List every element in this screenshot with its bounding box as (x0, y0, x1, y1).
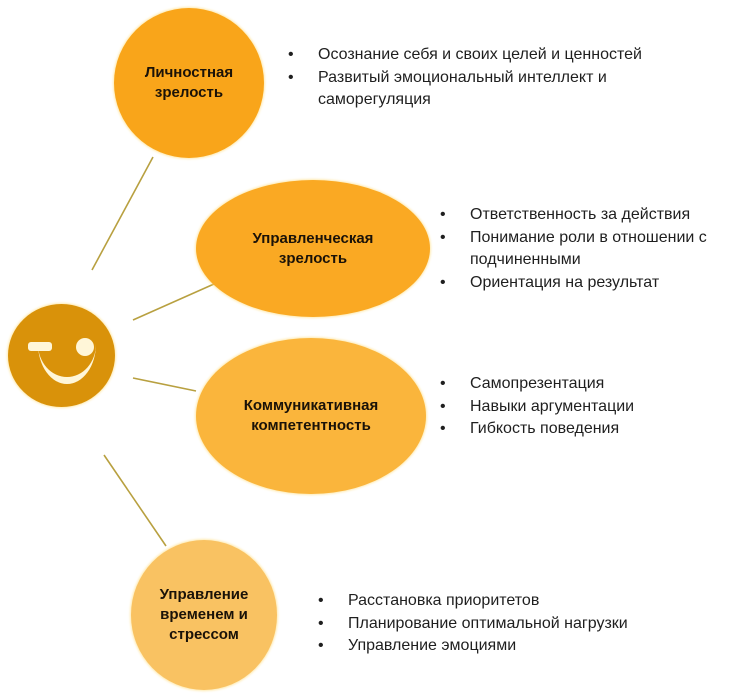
connector-communicative (132, 377, 197, 392)
bullet-item: Развитый эмоциональный интеллект и самор… (286, 67, 648, 112)
bullet-item: Понимание роли в отношении с подчиненным… (438, 227, 738, 272)
bullet-item: Планирование оптимальной нагрузки (316, 613, 736, 636)
bullet-item: Управление эмоциями (316, 635, 736, 658)
bullet-item: Гибкость поведения (438, 418, 738, 441)
connector-personal (91, 156, 154, 271)
bullet-item: Осознание себя и своих целей и ценностей (286, 44, 706, 67)
bullet-item: Самопрезентация (438, 373, 738, 396)
bullet-item: Расстановка приоритетов (316, 590, 736, 613)
bullet-list-communicative: Самопрезентация Навыки аргументации Гибк… (438, 373, 738, 441)
node-communicative-competence: Коммуникативная компетентность (196, 338, 426, 494)
node-personal-maturity: Личностная зрелость (114, 8, 264, 158)
node-label: Управленческая зрелость (252, 229, 374, 267)
smile-mouth (38, 344, 96, 384)
connector-time-stress (103, 454, 167, 547)
bullet-item: Ориентация на результат (438, 272, 738, 295)
node-label: Коммуникативная компетентность (243, 397, 379, 434)
node-managerial-maturity: Управленческая зрелость (196, 180, 430, 317)
bullet-item: Ответственность за действия (438, 204, 738, 227)
bullet-list-time-stress: Расстановка приоритетов Планирование опт… (316, 590, 736, 658)
node-label: Управление временем и стрессом (159, 586, 249, 643)
winking-smiley-icon (8, 304, 115, 407)
bullet-item: Навыки аргументации (438, 396, 738, 419)
bullet-list-personal: Осознание себя и своих целей и ценностей… (286, 44, 706, 112)
node-time-stress-management: Управление временем и стрессом (131, 540, 277, 690)
node-label: Личностная зрелость (144, 64, 234, 101)
connector-managerial (132, 283, 215, 321)
bullet-list-managerial: Ответственность за действия Понимание ро… (438, 204, 738, 294)
